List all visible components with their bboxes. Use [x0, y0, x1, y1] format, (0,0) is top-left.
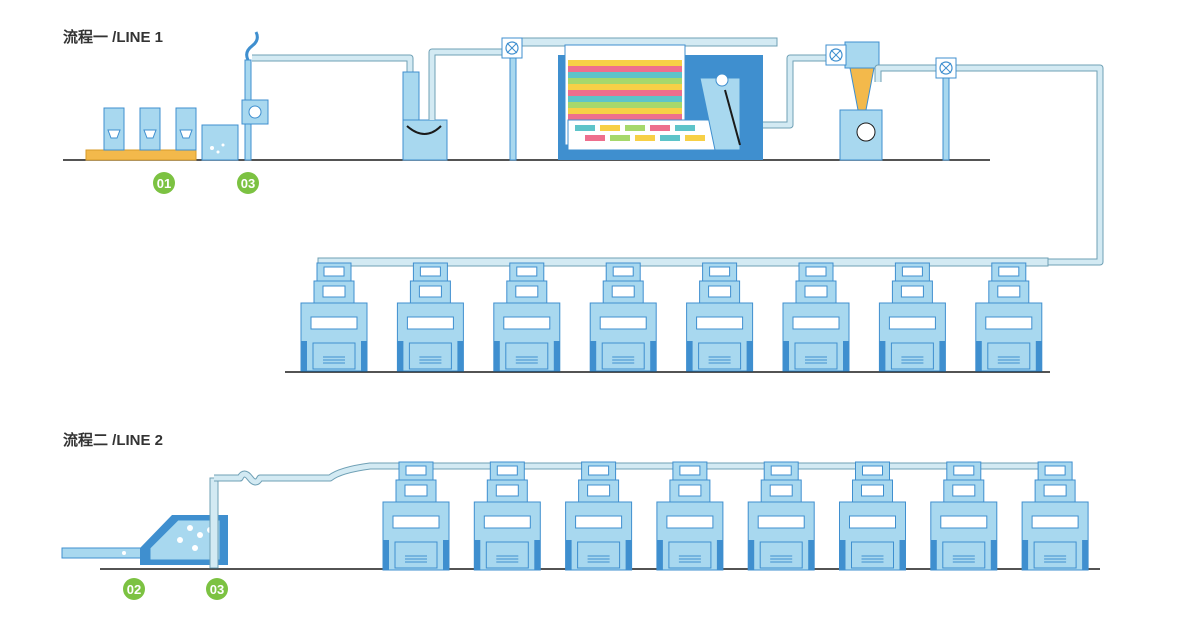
line-2-carding-machine-2 [473, 461, 541, 571]
line-2-carding-machine-8 [1021, 461, 1089, 571]
cyclone-separator [402, 71, 448, 161]
feeder-table [61, 515, 228, 565]
line-2-carding-machines [382, 461, 1089, 571]
line-1-carding-machine-6 [782, 262, 850, 372]
line-1-carding-machine-5 [686, 262, 754, 372]
multi-mixer [558, 44, 763, 160]
svg-text:03: 03 [241, 176, 255, 191]
bale-opener [85, 107, 197, 161]
marker-03: 03 [237, 172, 259, 194]
marker-01: 01 [153, 172, 175, 194]
line-1-group: 01 03 [63, 31, 1104, 373]
line-1-carding-machine-4 [589, 262, 657, 372]
fine-cleaner [825, 41, 883, 161]
line-1-carding-machine-7 [878, 262, 946, 372]
line-1-carding-machine-1 [300, 262, 368, 372]
line-2-title: 流程二 /LINE 2 [63, 432, 164, 449]
svg-text:01: 01 [157, 176, 171, 191]
line-1-carding-machine-2 [396, 262, 464, 372]
condenser-box [201, 124, 239, 161]
svg-text:03: 03 [210, 582, 224, 597]
line-1-title: 流程一 /LINE 1 [63, 29, 164, 46]
line-2-carding-machine-3 [565, 461, 633, 571]
line-2-carding-machine-7 [930, 461, 998, 571]
line-2-group: 02 03 [61, 461, 1100, 600]
marker-03-line2: 03 [206, 578, 228, 600]
svg-text:02: 02 [127, 582, 141, 597]
line-2-carding-machine-1 [382, 461, 450, 571]
line-2-carding-machine-4 [656, 461, 724, 571]
line-2-carding-machine-6 [839, 461, 906, 571]
line-1-carding-machines [300, 262, 1043, 372]
marker-02: 02 [123, 578, 145, 600]
fan-unit [241, 31, 269, 161]
line-1-carding-machine-8 [975, 262, 1043, 372]
line-1-carding-machine-3 [493, 262, 561, 372]
line-2-carding-machine-5 [747, 461, 815, 571]
